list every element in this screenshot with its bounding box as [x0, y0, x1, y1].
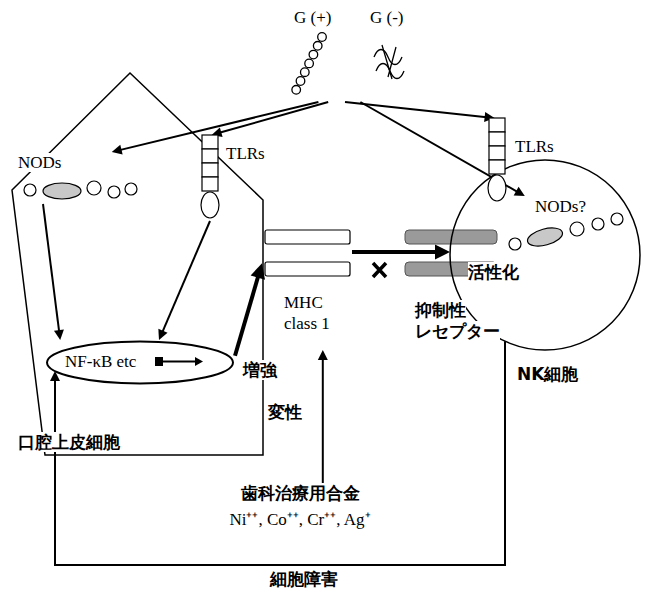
- text-label: NODs?: [535, 197, 586, 216]
- text-slot: TLRs: [515, 136, 554, 157]
- text-label: 細胞障害: [270, 569, 338, 589]
- text-label: Ni⁺⁺, Co⁺⁺, Cr⁺⁺, Ag⁺: [229, 510, 370, 529]
- text-label: 活性化: [468, 262, 519, 282]
- arrow-connector: [158, 221, 210, 340]
- arrow-connector: [112, 102, 319, 155]
- connector-line: [43, 204, 59, 332]
- text-slot: 細胞障害: [270, 569, 338, 590]
- text-slot: Ni⁺⁺, Co⁺⁺, Cr⁺⁺, Ag⁺: [205, 509, 395, 530]
- text-label: NK細胞: [517, 364, 578, 384]
- tlr-receptor: TLRs: [485, 118, 565, 204]
- tlr-receptor: TLRs: [198, 135, 278, 221]
- text-label: 歯科治療用合金: [241, 483, 360, 503]
- connector-line: [219, 102, 328, 133]
- inhibitory-receptor: 抑制性 レセプター: [405, 226, 505, 356]
- connector-line: [120, 102, 319, 150]
- nfkb-ellipse: NF-κB etc: [45, 340, 235, 385]
- arrow-connector: [235, 263, 265, 356]
- arrow-connector: [212, 102, 329, 137]
- text-slot: TLRs: [226, 143, 265, 164]
- text-label: MHC class 1: [284, 293, 330, 333]
- text-slot: 口腔上皮細胞: [18, 432, 120, 453]
- text-slot: NK細胞: [517, 364, 578, 385]
- arrow-connector: [318, 350, 328, 483]
- text-label: G (-): [370, 8, 404, 27]
- text-slot: NF-κB etc: [65, 351, 136, 372]
- text-label: NF-κB etc: [65, 352, 136, 371]
- arrow-head: [158, 329, 167, 340]
- pentagon-outline: [10, 70, 266, 460]
- text-slot: G (-): [370, 7, 404, 28]
- mhc-molecule: MHC class 1: [262, 226, 352, 350]
- connector-line: [235, 275, 259, 356]
- alloy-source: 歯科治療用合金 Ni⁺⁺, Co⁺⁺, Cr⁺⁺, Ag⁺: [205, 483, 395, 535]
- text-label: TLRs: [226, 144, 265, 163]
- text-slot: NODs: [18, 152, 61, 173]
- text-label: TLRs: [515, 137, 554, 156]
- text-label: 口腔上皮細胞: [18, 432, 120, 452]
- text-slot: 歯科治療用合金: [205, 483, 395, 504]
- arrow-head: [435, 245, 450, 260]
- text-slot: 増強: [243, 360, 277, 381]
- text-label: 変性: [268, 402, 302, 422]
- nod-receptor: NODs?: [505, 196, 637, 252]
- text-label: G (+): [294, 8, 331, 27]
- text-label: 増強: [243, 360, 277, 380]
- text-slot: 変性: [268, 402, 302, 423]
- text-slot: MHC class 1: [284, 292, 348, 335]
- text-label: 抑制性 レセプター: [415, 300, 500, 341]
- connector-line: [352, 250, 438, 254]
- text-slot: 活性化: [468, 262, 519, 283]
- text-slot: 抑制性 レセプター: [415, 300, 509, 343]
- connector-line: [55, 341, 505, 565]
- text-slot: NODs?: [535, 196, 586, 217]
- connector-line: [322, 358, 324, 483]
- arrow-connector: [43, 204, 64, 340]
- block-cross: [373, 263, 386, 277]
- tlr-symbol: [485, 118, 565, 204]
- arrow-head: [514, 187, 525, 196]
- arrow-connector: [352, 245, 450, 260]
- arrow-head: [318, 350, 328, 360]
- bacteria-group: G (+) G (-): [282, 5, 422, 102]
- connector-line: [162, 221, 210, 333]
- arrow-connector: [50, 341, 505, 565]
- text-slot: G (+): [294, 7, 331, 28]
- text-label: NODs: [18, 153, 61, 172]
- epithelial-cell: 口腔上皮細胞 NODsNF-κB etc: [10, 70, 266, 460]
- arrow-head: [54, 329, 64, 340]
- arrow-head: [112, 145, 123, 155]
- nod-receptor: NODs: [18, 152, 143, 204]
